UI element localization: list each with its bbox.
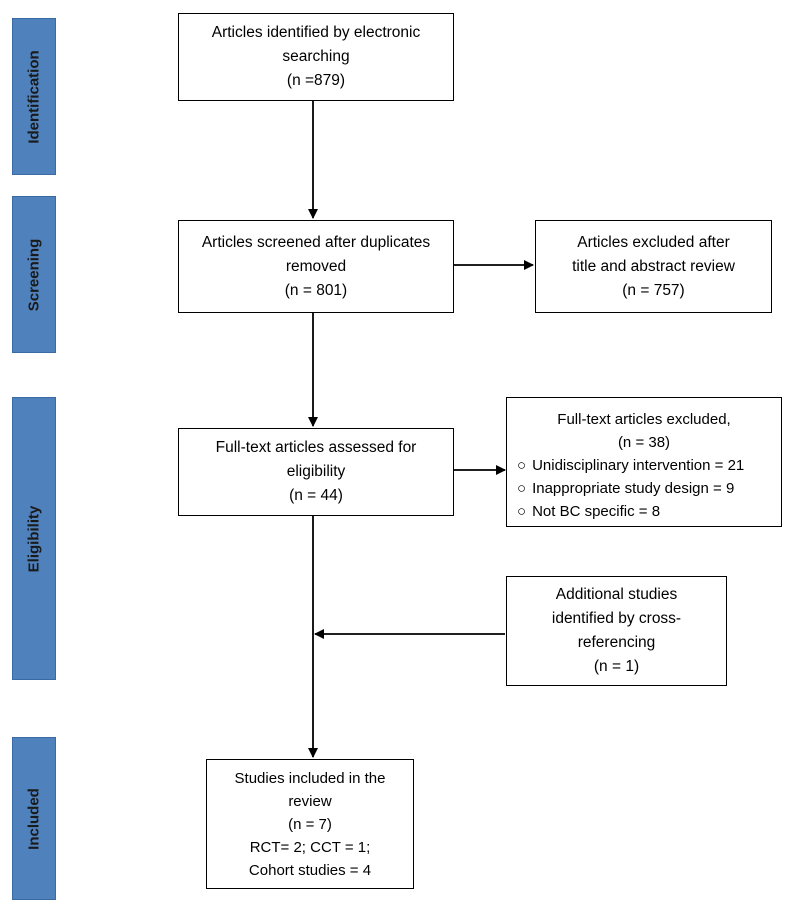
box-included-line4: Cohort studies = 4	[248, 861, 372, 879]
box-excluded-title-line2: title and abstract review	[572, 257, 735, 275]
box-fulltext-line1: Full-text articles assessed for	[215, 439, 417, 456]
box-included-line3: RCT= 2; CCT = 1;	[249, 838, 371, 856]
phase-screening: Screening	[12, 196, 56, 353]
exclusion-reason: Not BC specific = 8	[517, 500, 771, 523]
box-included-count: (n = 7)	[288, 815, 332, 833]
box-fulltext-line2: eligibility	[286, 463, 346, 480]
box-identified: Articles identified by electronic search…	[178, 13, 454, 101]
box-fulltext-excluded-title: Full-text articles excluded,	[557, 411, 731, 428]
phase-included: Included	[12, 737, 56, 900]
box-fulltext-assessed: Full-text articles assessed for eligibil…	[178, 428, 454, 516]
box-excluded-title-count: (n = 757)	[622, 281, 685, 299]
box-identified-count: (n =879)	[286, 72, 346, 89]
box-additional-line1: Additional studies	[555, 586, 678, 603]
phase-identification: Identification	[12, 18, 56, 175]
box-additional-studies: Additional studies identified by cross- …	[506, 576, 727, 686]
box-screened: Articles screened after duplicates remov…	[178, 220, 454, 313]
box-additional-line2: identified by cross-	[551, 610, 682, 627]
box-identified-line1: Articles identified by electronic	[211, 24, 421, 41]
box-screened-count: (n = 801)	[284, 281, 348, 299]
box-screened-line2: removed	[285, 257, 347, 275]
box-screened-line1: Articles screened after duplicates	[201, 233, 431, 251]
box-excluded-title-abstract: Articles excluded after title and abstra…	[535, 220, 772, 313]
exclusion-reason: Inappropriate study design = 9	[517, 477, 771, 500]
box-included-line1: Studies included in the	[234, 769, 386, 787]
box-identified-line2: searching	[282, 48, 350, 65]
box-included-line2: review	[288, 792, 332, 810]
phase-eligibility: Eligibility	[12, 397, 56, 680]
box-fulltext-count: (n = 44)	[289, 487, 343, 504]
box-studies-included: Studies included in the review (n = 7) R…	[206, 759, 414, 889]
box-fulltext-excluded-count: (n = 38)	[617, 434, 671, 451]
box-excluded-title-line1: Articles excluded after	[577, 233, 730, 251]
box-fulltext-excluded: Full-text articles excluded, (n = 38) Un…	[506, 397, 782, 527]
box-additional-count: (n = 1)	[593, 658, 640, 675]
exclusion-reasons-list: Unidisciplinary intervention = 21 Inappr…	[517, 454, 771, 523]
exclusion-reason: Unidisciplinary intervention = 21	[517, 454, 771, 477]
box-additional-line3: referencing	[577, 634, 656, 651]
